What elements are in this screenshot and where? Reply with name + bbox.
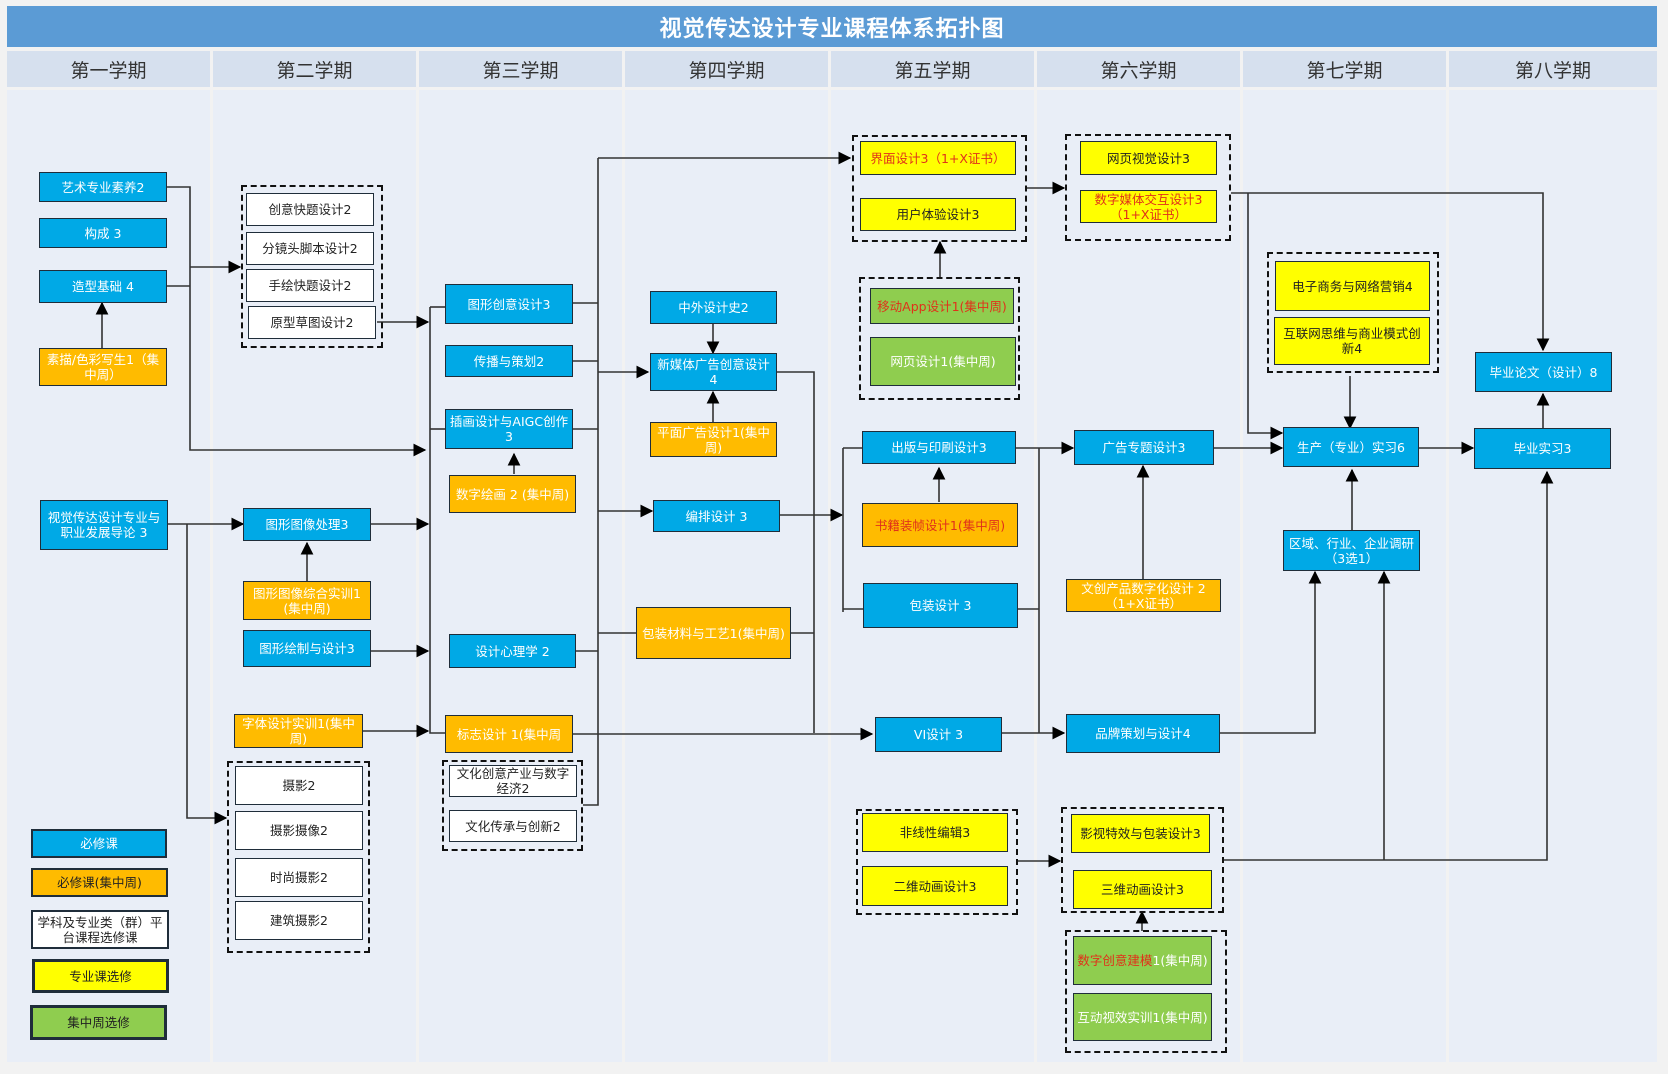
elective-group-s3-culture: [442, 760, 583, 851]
course-print-ad[interactable]: 平面广告设计1(集中周): [650, 422, 777, 457]
semester-header-3: 第三学期: [419, 51, 622, 87]
connector: [186, 524, 228, 825]
course-photography[interactable]: 摄影2: [235, 766, 363, 805]
course-layout-design[interactable]: 编排设计 3: [653, 500, 780, 532]
elective-group-s5-video: [856, 809, 1018, 915]
semester-column-3: [419, 90, 622, 1062]
course-prototype-sketch[interactable]: 原型草图设计2: [248, 306, 376, 339]
course-packaging-design[interactable]: 包装设计 3: [863, 583, 1018, 628]
semester-header-1: 第一学期: [7, 51, 210, 87]
legend-required: 必修课: [31, 829, 167, 858]
connector: [777, 371, 815, 733]
course-communication[interactable]: 传播与策划2: [445, 345, 573, 377]
course-ui-design[interactable]: 界面设计3（1+X证书）: [860, 141, 1016, 175]
course-sketch-color[interactable]: 素描/色彩写生1（集中周）: [39, 348, 167, 386]
legend-platform-elective: 学科及专业类（群）平台课程选修课: [31, 910, 169, 949]
course-digital-interaction[interactable]: 数字媒体交互设计3（1+X证书）: [1080, 190, 1217, 223]
semester-header-6: 第六学期: [1037, 51, 1240, 87]
course-film-effects[interactable]: 影视特效与包装设计3: [1071, 814, 1210, 853]
semester-header-7: 第七学期: [1243, 51, 1446, 87]
diagram-title: 视觉传达设计专业课程体系拓扑图: [7, 6, 1657, 47]
course-interactive-vfx[interactable]: 互动视效实训1(集中周): [1073, 993, 1212, 1041]
course-digital-modeling-label: 数字创意建模1(集中周): [1077, 953, 1208, 968]
course-research[interactable]: 区域、行业、企业调研（3选1）: [1283, 530, 1420, 571]
course-ad-topic[interactable]: 广告专题设计3: [1074, 430, 1214, 465]
elective-group-s6-week: [1065, 930, 1227, 1053]
course-fashion-photo[interactable]: 时尚摄影2: [235, 858, 363, 897]
course-cultural-industry[interactable]: 文化创意产业与数字经济2: [449, 765, 577, 797]
course-storyboard[interactable]: 分镜头脚本设计2: [246, 232, 374, 265]
connector: [429, 307, 445, 734]
connector: [583, 158, 599, 806]
course-ecommerce[interactable]: 电子商务与网络营销4: [1275, 261, 1430, 311]
course-architecture-photo[interactable]: 建筑摄影2: [235, 901, 363, 940]
course-packaging-material[interactable]: 包装材料与工艺1(集中周): [636, 607, 791, 659]
connector: [1220, 570, 1322, 734]
course-handdraw-sketch[interactable]: 手绘快题设计2: [246, 269, 374, 302]
course-ux-design[interactable]: 用户体验设计3: [860, 198, 1016, 231]
course-internet-business[interactable]: 互联网思维与商业模式创新4: [1274, 317, 1430, 365]
course-design-psychology[interactable]: 设计心理学 2: [449, 634, 576, 668]
course-digital-modeling[interactable]: 数字创意建模1(集中周): [1073, 936, 1212, 985]
semester-column-1: [7, 90, 210, 1062]
course-publishing-print[interactable]: 出版与印刷设计3: [862, 431, 1016, 464]
semester-column-8: [1449, 90, 1657, 1062]
connector: [1247, 193, 1284, 440]
semester-column-4: [625, 90, 828, 1062]
course-graphic-creative[interactable]: 图形创意设计3: [445, 284, 573, 324]
course-intro[interactable]: 视觉传达设计专业与职业发展导论 3: [40, 500, 168, 550]
course-creative-sketch[interactable]: 创意快题设计2: [246, 193, 374, 226]
legend-required-week: 必修课(集中周): [31, 868, 168, 897]
course-composition[interactable]: 构成 3: [39, 218, 167, 248]
course-digital-painting[interactable]: 数字绘画 2 (集中周): [449, 475, 576, 513]
course-web-design[interactable]: 网页设计1(集中周): [870, 337, 1016, 386]
course-design-history[interactable]: 中外设计史2: [650, 291, 777, 324]
elective-group-s2-design: [241, 185, 383, 348]
course-illustration-aigc[interactable]: 插画设计与AIGC创作 3: [445, 409, 573, 449]
course-nonlinear-editing[interactable]: 非线性编辑3: [862, 813, 1008, 852]
legend-week-elective: 集中周选修: [30, 1005, 167, 1040]
course-photo-video[interactable]: 摄影摄像2: [235, 811, 363, 850]
course-internship[interactable]: 生产（专业）实习6: [1283, 427, 1419, 467]
semester-header-8: 第八学期: [1449, 51, 1657, 87]
connector: [1223, 470, 1554, 861]
course-graphic-drawing[interactable]: 图形绘制与设计3: [243, 630, 371, 667]
course-brand-design[interactable]: 品牌策划与设计4: [1066, 714, 1220, 753]
course-web-visual[interactable]: 网页视觉设计3: [1080, 141, 1217, 175]
course-graduation-internship[interactable]: 毕业实习3: [1474, 428, 1611, 469]
course-thesis[interactable]: 毕业论文（设计）8: [1475, 352, 1612, 392]
elective-group-s6-fx: [1061, 807, 1224, 913]
course-2d-animation[interactable]: 二维动画设计3: [862, 866, 1008, 906]
connector: [1231, 192, 1550, 352]
course-new-media-ad[interactable]: 新媒体广告创意设计 4: [650, 353, 777, 391]
course-mobile-app-label: 移动App设计1(集中周): [877, 298, 1007, 314]
elective-group-s5-app: [859, 277, 1020, 400]
elective-group-s6-web: [1065, 134, 1231, 241]
connector: [167, 186, 427, 457]
course-logo-design[interactable]: 标志设计 1(集中周: [445, 715, 573, 753]
semester-header-2: 第二学期: [213, 51, 416, 87]
course-font-training[interactable]: 字体设计实训1(集中周): [234, 714, 363, 748]
legend-major-elective: 专业课选修: [32, 959, 169, 993]
elective-group-s5-ui: [852, 135, 1027, 242]
course-cultural-heritage[interactable]: 文化传承与创新2: [449, 810, 577, 842]
course-image-processing[interactable]: 图形图像处理3: [243, 508, 371, 541]
elective-group-s2-photo: [227, 761, 370, 953]
semester-header-5: 第五学期: [831, 51, 1034, 87]
course-vi-design[interactable]: VI设计 3: [875, 717, 1002, 752]
course-mobile-app[interactable]: 移动App设计1(集中周): [870, 288, 1014, 324]
course-3d-animation[interactable]: 三维动画设计3: [1073, 870, 1212, 909]
course-book-binding[interactable]: 书籍装帧设计1(集中周): [862, 503, 1018, 547]
course-art-literacy[interactable]: 艺术专业素养2: [39, 172, 167, 202]
elective-group-s7-biz: [1267, 252, 1439, 373]
course-image-training[interactable]: 图形图像综合实训1 (集中周): [243, 581, 371, 620]
course-cultural-product[interactable]: 文创产品数字化设计 2（1+X证书）: [1066, 579, 1221, 612]
course-modeling-basics[interactable]: 造型基础 4: [39, 270, 167, 303]
semester-header-4: 第四学期: [625, 51, 828, 87]
